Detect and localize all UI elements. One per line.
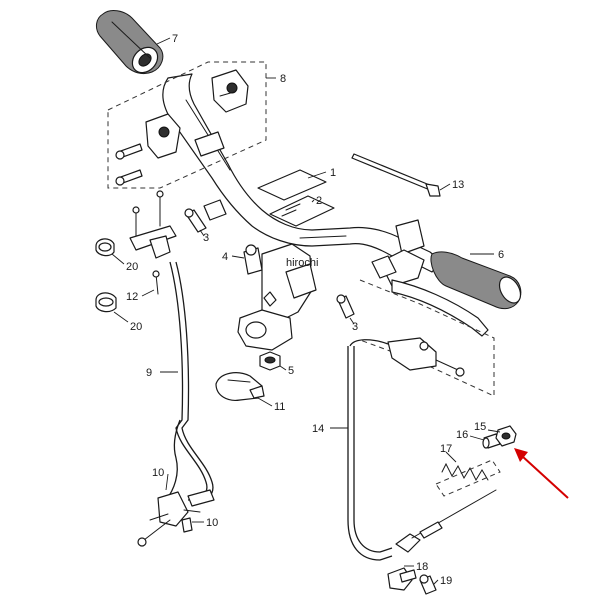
callout-7: 7: [172, 33, 178, 45]
handlebar-holder-upper: [211, 69, 249, 113]
screw-12: [152, 270, 160, 295]
adjuster-nut-15: [495, 425, 517, 447]
callout-1: 1: [330, 167, 336, 179]
callout-4: 4: [222, 251, 228, 263]
handlebar-holder-lower: [145, 113, 181, 159]
callout-6: 6: [498, 249, 504, 261]
bolt-19: [419, 574, 437, 595]
callout-2: 2: [316, 195, 322, 207]
callout-17: 17: [440, 443, 452, 455]
throttle-cable: [165, 261, 214, 505]
right-lever-assembly: [371, 219, 489, 337]
bolt-3-lower: [336, 294, 355, 319]
spring-17: [435, 459, 501, 497]
bracket-18: [387, 567, 417, 591]
callout-20-lower: 20: [130, 321, 142, 333]
callout-12: 12: [126, 291, 138, 303]
callout-10-upper: 10: [152, 467, 164, 479]
master-cylinder-body: [237, 243, 317, 351]
highlight-arrow: [514, 448, 569, 499]
cable-tie: [351, 153, 441, 197]
clamp-20-lower: [95, 292, 117, 313]
callout-15: 15: [474, 421, 486, 433]
left-grip: [95, 10, 164, 75]
right-grip: [430, 251, 522, 310]
callout-19: 19: [440, 575, 452, 587]
bolt-4: [243, 244, 263, 275]
callout-16: 16: [456, 429, 468, 441]
holder-bolts: [115, 143, 143, 186]
callout-3-lower: 3: [352, 321, 358, 333]
callout-18: 18: [416, 561, 428, 573]
callout-13: 13: [452, 179, 464, 191]
callout-8: 8: [280, 73, 286, 85]
watermark: hirochi: [286, 257, 318, 269]
callout-20-upper: 20: [126, 261, 138, 273]
bolt-3-upper: [184, 208, 207, 233]
callout-10-lower: 10: [206, 517, 218, 529]
callout-5: 5: [288, 365, 294, 377]
holder-group-box: [107, 61, 267, 189]
lever-cable: [347, 337, 497, 561]
callout-3-upper: 3: [203, 232, 209, 244]
callout-14: 14: [312, 423, 324, 435]
clamp-11: [215, 372, 265, 401]
cable-joint-bottom: [137, 489, 215, 547]
nut-5: [259, 351, 281, 371]
throttle-cable-ends: [129, 190, 177, 259]
clamp-20-upper: [95, 238, 115, 257]
lever-dashed-guides: [359, 279, 495, 397]
callout-9: 9: [146, 367, 152, 379]
callout-11: 11: [274, 401, 285, 413]
